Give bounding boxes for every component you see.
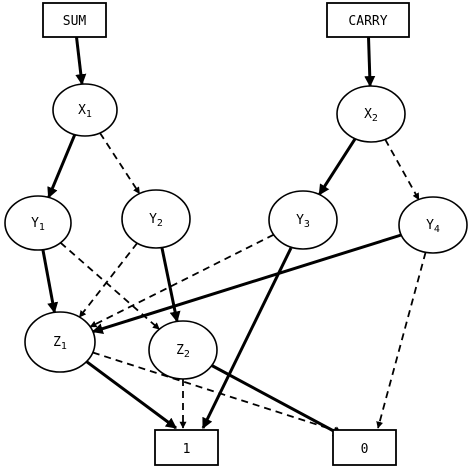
terminal-one-label: 1 [183,442,191,457]
edge-y3-to-z1 [89,233,275,328]
svg-text:Y1: Y1 [31,216,45,233]
node-x1-sub: 1 [86,109,92,120]
svg-text:Y4: Y4 [426,218,440,235]
sum-box: SUM [42,2,107,38]
edge-x2-to-y3 [318,137,357,196]
node-y1-letter: Y [31,216,39,231]
node-y3-letter: Y [296,213,304,228]
node-y4-letter: Y [426,218,434,233]
terminal-zero-label: 0 [361,442,369,457]
edge-z2-to-zero [211,364,344,438]
node-y2-letter: Y [149,212,157,227]
node-z2-sub: 2 [184,349,190,360]
node-x2-sub: 2 [372,113,378,124]
terminal-one-box: 1 [154,429,219,466]
svg-text:Y2: Y2 [149,212,163,229]
svg-text:X2: X2 [364,107,378,124]
edge-y2-to-z2 [160,247,181,323]
node-y3-sub: 3 [304,219,310,230]
edge-y3-to-one [201,247,293,429]
node-y4: Y4 [398,196,468,254]
edge-carry-to-x2 [364,36,376,88]
node-z1-sub: 1 [61,341,67,352]
edge-y4-to-zero [376,252,427,429]
node-z1: Z1 [24,311,96,373]
node-x2-letter: X [364,107,372,122]
terminal-zero-box: 0 [332,429,397,466]
node-y2-sub: 2 [157,218,163,229]
svg-text:Z1: Z1 [53,335,67,352]
edge-z1-to-one [85,360,177,430]
edge-y1-to-z1 [41,249,59,314]
edge-x2-to-y4 [384,138,420,201]
edge-y4-to-z1 [91,233,402,334]
edge-z1-to-zero [92,351,341,434]
svg-text:X1: X1 [78,103,92,120]
node-z2: Z2 [148,320,218,380]
sum-label: SUM [63,14,87,29]
edge-x1-to-y1 [47,134,77,199]
svg-text:Y3: Y3 [296,213,310,230]
edge-y2-to-z1 [78,242,138,318]
node-x1-letter: X [78,103,86,118]
node-y4-sub: 4 [434,224,440,235]
carry-box: CARRY [326,2,410,38]
svg-text:Z2: Z2 [176,343,190,360]
node-y1-sub: 1 [39,222,45,233]
node-x1: X1 [52,83,118,137]
node-y3: Y3 [268,190,338,250]
edge-x1-to-y2 [99,132,141,195]
node-z2-letter: Z [176,343,184,358]
node-z1-letter: Z [53,335,61,350]
carry-label: CARRY [348,14,387,29]
node-x2: X2 [336,85,406,143]
node-y1: Y1 [4,195,72,251]
edges-group [41,36,427,438]
node-y2: Y2 [121,189,191,249]
edge-sum-to-x1 [75,36,87,86]
